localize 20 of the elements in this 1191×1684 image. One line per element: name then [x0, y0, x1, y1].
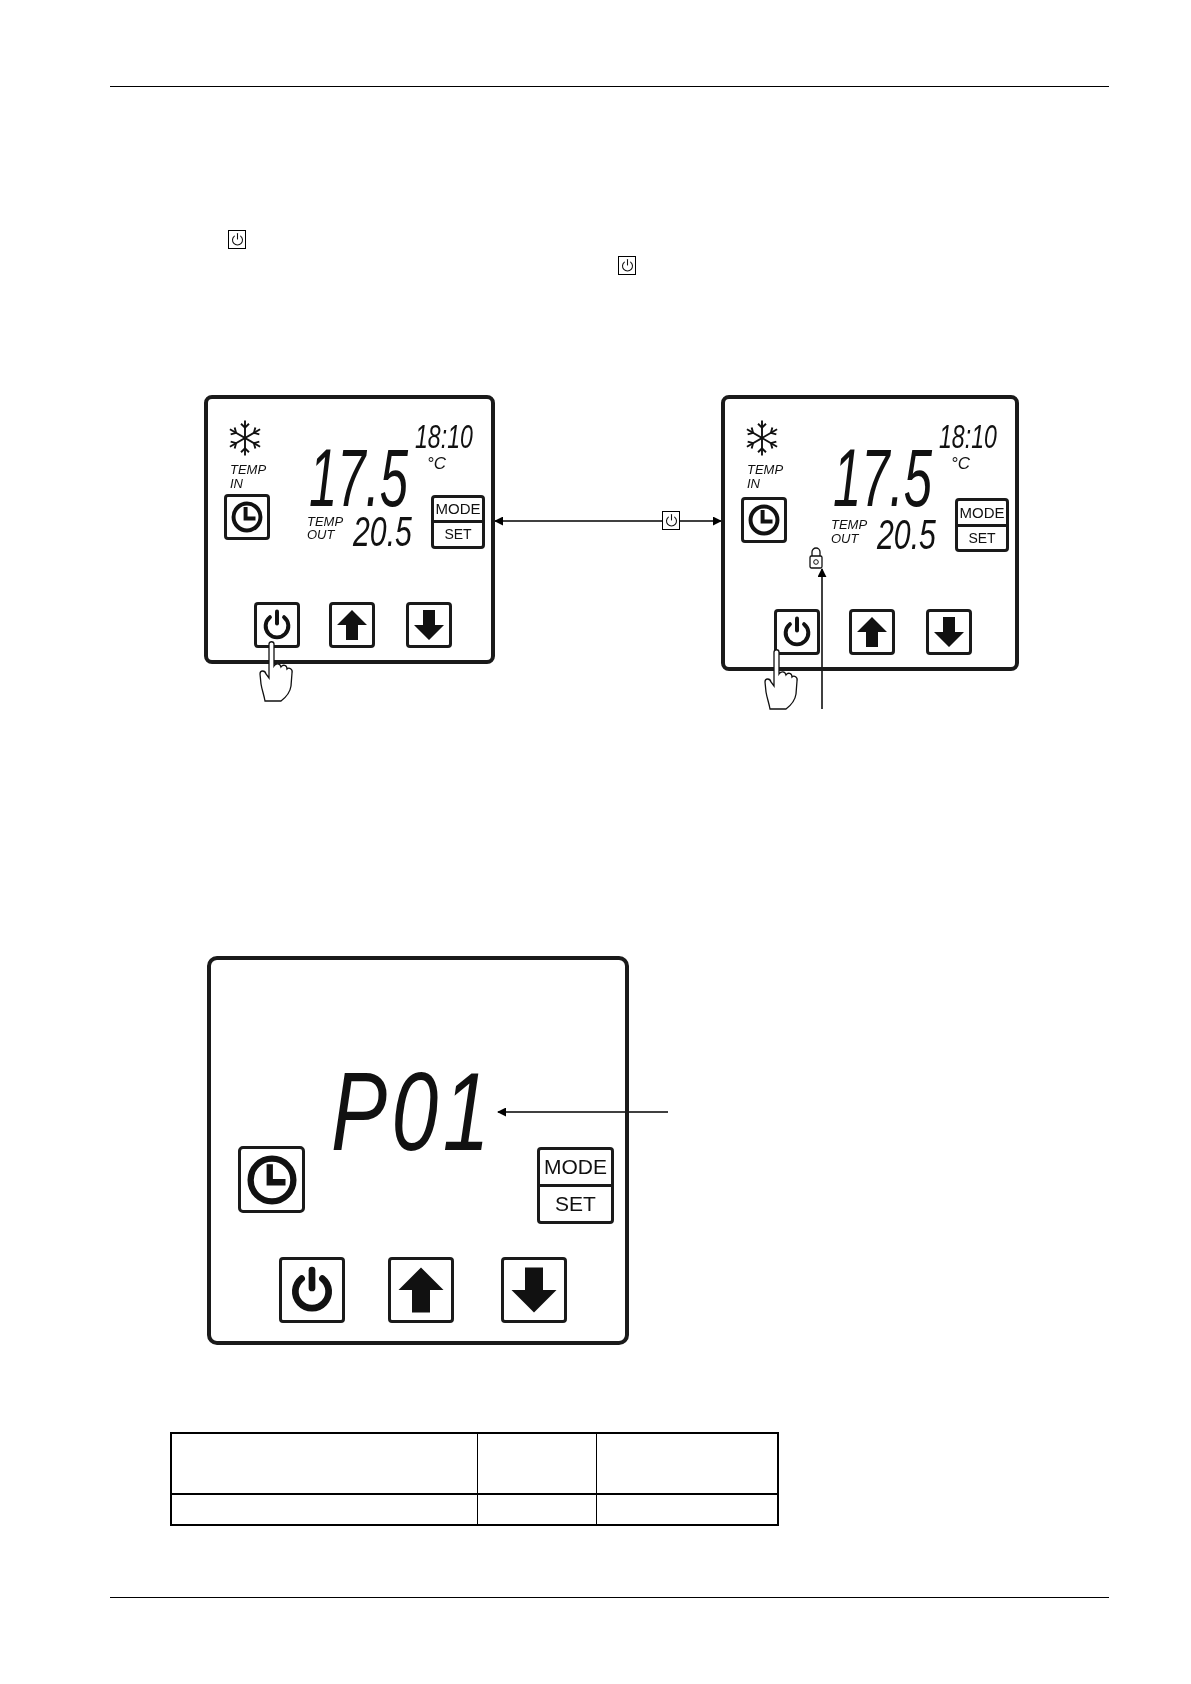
control-panel — [204, 395, 495, 664]
display-code: P01 — [331, 1056, 494, 1168]
control-panel — [721, 395, 1019, 671]
temp-out-label: TEMP OUT — [831, 518, 867, 546]
unit-label: °C — [951, 455, 971, 472]
temperature-display: 20.5 — [353, 510, 412, 553]
clock-display: 18:10 — [415, 419, 473, 453]
leader-arrow — [497, 1107, 669, 1117]
padlock-icon — [809, 547, 823, 569]
unit-label: °C — [427, 455, 447, 472]
mode-set-button: MODE SET — [537, 1147, 614, 1224]
temp-in-label: TEMP IN — [747, 463, 783, 491]
clock-display: 18:10 — [939, 419, 997, 453]
mode-set-button: MODE SET — [431, 494, 485, 549]
mode-set-button: MODE SET — [955, 498, 1009, 552]
control-panel — [207, 956, 629, 1345]
leader-arrow — [817, 568, 827, 710]
temp-in-label: TEMP IN — [230, 463, 266, 491]
double-arrow — [494, 516, 722, 526]
temp-out-label: TEMP OUT — [307, 514, 343, 542]
